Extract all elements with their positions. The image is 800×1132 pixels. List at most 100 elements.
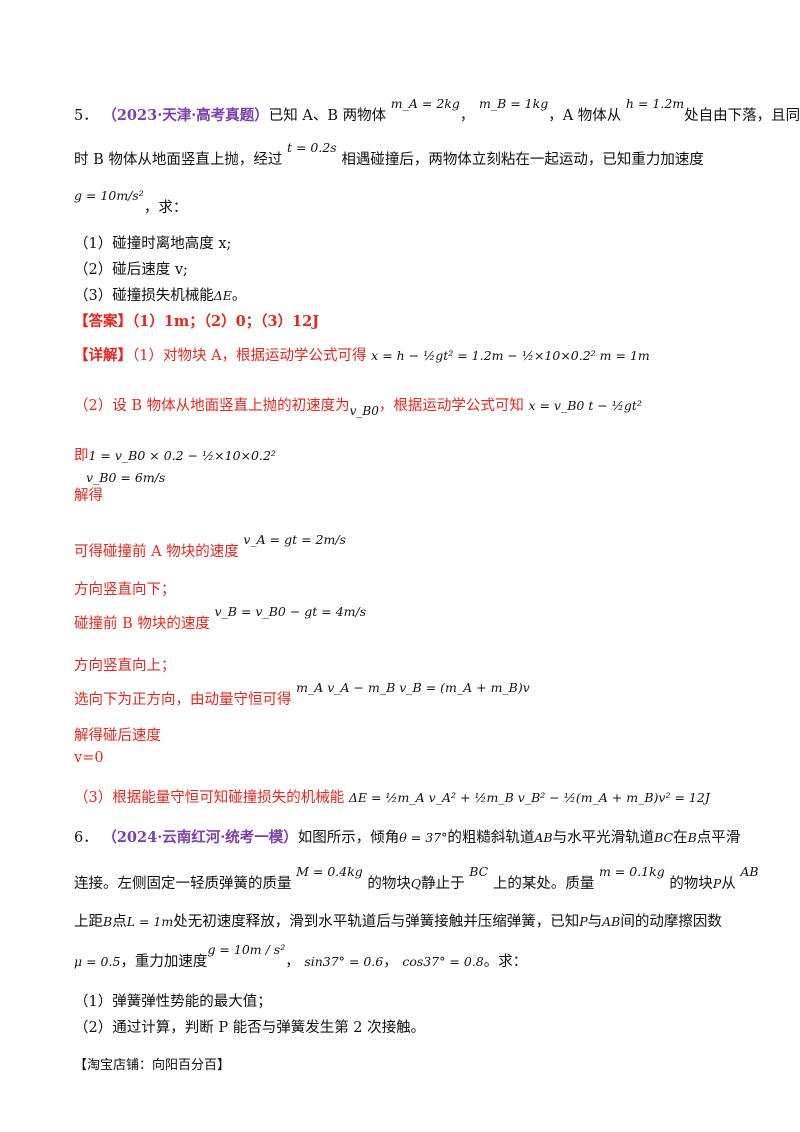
- q5-text: 时 B 物体从地面竖直上抛，经过: [74, 152, 283, 168]
- q6-var: B: [103, 914, 113, 929]
- detail-line1: 【详解】（1）对物块 A，根据运动学公式可得 x = h − ½gt² = 1.…: [74, 344, 650, 365]
- formula-d3: 1 = v_B0 × 0.2 − ½×10×0.2²: [88, 448, 276, 463]
- q6-line4: μ = 0.5，重力加速度g = 10m / s²， sin37° = 0.6，…: [74, 942, 528, 971]
- q6-text: 与水平光滑轨道: [552, 830, 655, 846]
- formula-mu: μ = 0.5: [74, 954, 121, 969]
- formula-cos: cos37° = 0.8: [402, 954, 484, 969]
- formula-d4: v_B0 = 6m/s: [86, 470, 166, 485]
- q5-text: ，求：: [143, 200, 188, 216]
- formula-d5: v_A = gt = 2m/s: [243, 532, 346, 547]
- q6-text: 从: [721, 876, 736, 892]
- detail-text: 解得: [74, 488, 103, 504]
- formula-dE: ΔE: [213, 288, 232, 303]
- q6-text: 处无初速度释放，滑到水平轨道后与弹簧接触并压缩弹簧，已知: [173, 914, 580, 930]
- detail-text: 即: [74, 448, 89, 464]
- detail-line5: 可得碰撞前 A 物块的速度 v_A = gt = 2m/s: [74, 532, 346, 561]
- detail-text: 碰撞前 B 物块的速度: [74, 616, 210, 632]
- q6-number: 6．: [74, 830, 98, 846]
- detail-line9: 选向下为正方向，由动量守恒可得 m_A v_A − m_B v_B = (m_A…: [74, 680, 530, 709]
- detail-line12: （3）根据能量守恒可知碰撞损失的机械能 ΔE = ½m_A v_A² + ½m_…: [74, 786, 710, 807]
- formula-sin: sin37° = 0.6: [304, 954, 384, 969]
- q5-line2: 时 B 物体从地面竖直上抛，经过 t = 0.2s 相遇碰撞后，两物体立刻粘在一…: [74, 140, 704, 169]
- q5-subq2: （2）碰后速度 v;: [74, 262, 188, 278]
- detail-line8: 方向竖直向上；: [74, 658, 176, 674]
- q6-text: ，: [285, 954, 300, 970]
- q5-text: ，: [459, 108, 475, 124]
- formula-AB3: AB: [602, 914, 621, 929]
- detail-text: （2）设 B 物体从地面竖直上抛的初速度为: [74, 398, 350, 414]
- q5-text: 相遇碰撞后，两物体立刻粘在一起运动，已知重力加速度: [341, 152, 704, 168]
- detail-line4: 解得: [74, 484, 103, 505]
- q6-text: 点: [112, 914, 127, 930]
- q5-line1: 5． （2023·天津·高考真题）已知 A、B 两物体 m_A = 2kg， m…: [74, 96, 800, 125]
- q6-text: 点平滑: [696, 830, 741, 846]
- q6-var: P: [712, 876, 722, 891]
- q6-line1: 6． （2024·云南红河·统考一模）如图所示，倾角θ = 37°的粗糙斜轨道A…: [74, 826, 740, 847]
- q6-line2: 连接。左侧固定一轻质弹簧的质量 M = 0.4kg 的物块Q静止于 BC 上的某…: [74, 864, 759, 893]
- q6-var: Q: [410, 876, 422, 891]
- detail-text: ，根据运动学公式可知: [378, 398, 524, 414]
- q5-text: 处自由下落，且同: [684, 108, 800, 124]
- answer-label: 【答案】: [74, 313, 132, 330]
- formula-BC2: BC: [469, 864, 489, 879]
- q5-text: （3）碰撞损失机械能: [74, 288, 214, 304]
- detail-text: 选向下为正方向，由动量守恒可得: [74, 692, 292, 708]
- formula-d9: m_A v_A − m_B v_B = (m_A + m_B)v: [296, 680, 530, 695]
- q6-text: 上距: [74, 914, 103, 930]
- q6-subq2: （2）通过计算，判断 P 能否与弹簧发生第 2 次接触。: [74, 1020, 426, 1036]
- formula-d1: x = h − ½gt² = 1.2m − ½×10×0.2² m = 1m: [371, 348, 650, 363]
- answer-text: （1）1m；（2）0；（3）12J: [132, 313, 320, 330]
- formula-mB: m_B = 1kg: [478, 96, 549, 111]
- q6-line3: 上距B点L = 1m处无初速度释放，滑到水平轨道后与弹簧接触并压缩弹簧，已知P与…: [74, 910, 722, 931]
- q6-text: 的物块: [669, 876, 713, 892]
- q6-text: 静止于: [421, 876, 465, 892]
- detail-text: 可得碰撞前 A 物块的速度: [74, 544, 239, 560]
- formula-g: g = 10m/s²: [74, 188, 144, 203]
- q5-text: 。: [231, 288, 247, 304]
- formula-theta: θ = 37°: [399, 830, 448, 845]
- detail-text: （3）根据能量守恒可知碰撞损失的机械能: [74, 790, 345, 806]
- q5-text: 已知 A、B 两物体: [268, 108, 387, 124]
- q6-text: 的物块: [367, 876, 411, 892]
- detail-line3: 即1 = v_B0 × 0.2 − ½×10×0.2²: [74, 444, 276, 465]
- q6-text: 上的某处。质量: [492, 876, 595, 892]
- q6-source-tag: （2024·云南红河·统考一模）: [102, 829, 298, 846]
- q6-text: ，: [383, 954, 398, 970]
- detail-text: （1）对物块 A，根据运动学公式可得: [132, 348, 367, 364]
- q5-line3: g = 10m/s²，求：: [74, 188, 188, 217]
- detail-formula4: v_B0 = 6m/s: [86, 470, 165, 486]
- q6-text: 如图所示，倾角: [297, 830, 400, 846]
- detail-line11: v=0: [74, 750, 104, 766]
- formula-m: m = 0.1kg: [598, 864, 665, 879]
- formula-d12: ΔE = ½m_A v_A² + ½m_B v_B² − ½(m_A + m_B…: [348, 790, 710, 805]
- detail-line7: 碰撞前 B 物块的速度 v_B = v_B0 − gt = 4m/s: [74, 604, 366, 633]
- formula-vB0: v_B0: [349, 404, 379, 418]
- formula-L: L = 1m: [126, 914, 174, 929]
- formula-h: h = 1.2m: [625, 96, 685, 111]
- q6-text: 与: [587, 914, 603, 930]
- q5-subq1: （1）碰撞时离地高度 x;: [74, 236, 232, 252]
- formula-d2: x = v_B0 t − ½gt²: [528, 398, 642, 413]
- formula-AB: AB: [534, 830, 553, 845]
- q6-text: ，重力加速度: [120, 954, 208, 970]
- detail-line2: （2）设 B 物体从地面竖直上抛的初速度为v_B0，根据运动学公式可知 x = …: [74, 394, 642, 418]
- q5-text: ，A 物体从: [548, 108, 622, 124]
- answer-line: 【答案】（1）1m；（2）0；（3）12J: [74, 310, 319, 331]
- q6-subq1: （1）弹簧弹性势能的最大值；: [74, 994, 272, 1010]
- q5-source-tag: （2023·天津·高考真题）: [102, 107, 269, 124]
- formula-t: t = 0.2s: [286, 140, 337, 155]
- q5-number: 5．: [74, 108, 98, 124]
- q6-var: P: [579, 914, 588, 929]
- formula-g6: g = 10m / s²: [207, 942, 286, 957]
- q6-text: 连接。左侧固定一轻质弹簧的质量: [74, 876, 292, 892]
- q6-text: 间的动摩擦因数: [620, 914, 722, 930]
- detail-line10: 解得碰后速度: [74, 728, 161, 744]
- q6-text: 的粗糙斜轨道: [447, 830, 535, 846]
- formula-mA: m_A = 2kg: [390, 96, 460, 111]
- formula-M: M = 0.4kg: [296, 864, 363, 879]
- q6-text: 。求：: [483, 954, 528, 970]
- formula-AB2: AB: [740, 864, 759, 879]
- detail-line6: 方向竖直向下；: [74, 582, 176, 598]
- footer-shop-label: 【淘宝店铺：向阳百分百】: [74, 1058, 231, 1073]
- formula-d7: v_B = v_B0 − gt = 4m/s: [214, 604, 367, 619]
